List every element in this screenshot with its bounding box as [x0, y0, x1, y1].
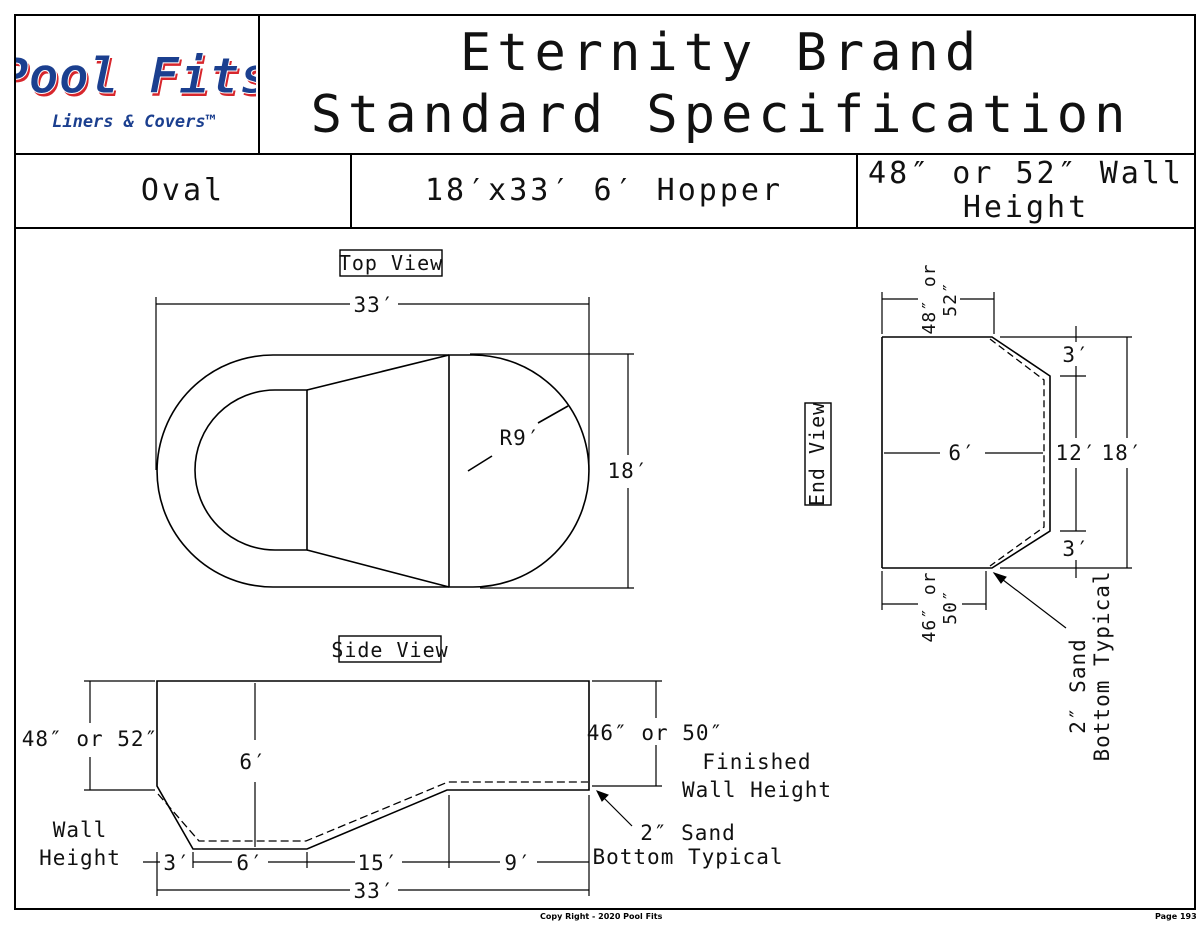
end-view-label: End View — [805, 402, 829, 506]
shape-value: Oval — [140, 173, 226, 208]
top-length-label: 33′ — [354, 293, 395, 317]
end-sand-arrow — [992, 572, 1007, 584]
end-center-label: 12′ — [1056, 441, 1097, 465]
end-wall-label-2: 52″ — [940, 281, 961, 317]
side-view-drawing — [84, 635, 662, 896]
wall-height-cell: 48″ or 52″ Wall Height — [858, 155, 1194, 227]
side-view-sand-line — [157, 781, 588, 842]
info-row-divider — [14, 227, 1196, 229]
side-view-label: Side View — [331, 638, 448, 662]
radius-line-2 — [467, 455, 493, 472]
size-cell: 18′x33′ 6′ Hopper — [352, 155, 856, 227]
side-seg-3: 15′ — [358, 851, 399, 875]
top-view-deep-end — [194, 389, 308, 551]
end-slope-bottom-label: 3′ — [1062, 537, 1089, 561]
top-view-slope-bottom — [306, 549, 450, 588]
side-wall-height-2: Height — [39, 846, 121, 870]
side-seg-4: 9′ — [504, 851, 531, 875]
side-seg-2: 6′ — [236, 851, 263, 875]
end-width-label: 18′ — [1102, 441, 1143, 465]
shape-cell: Oval — [16, 155, 350, 227]
side-left-wall-label: 48″ or 52″ — [22, 727, 158, 751]
side-sand-1: 2″ Sand — [640, 821, 736, 845]
wall-height-line-2: Height — [962, 190, 1090, 225]
top-view-slope-top — [306, 354, 450, 391]
side-finished-2: Wall Height — [682, 778, 832, 802]
end-slope-top-label: 3′ — [1062, 343, 1089, 367]
end-view-label-box — [804, 402, 832, 506]
info-divider-2 — [856, 153, 858, 229]
side-wall-height-1: Wall — [53, 818, 108, 842]
end-wall-label-1: 48″ or — [919, 263, 940, 334]
spec-sheet — [14, 14, 1196, 910]
page-number: Page 193 — [1155, 912, 1197, 921]
title-line-1: Eternity Brand — [459, 23, 983, 83]
end-sand-leader — [993, 572, 1067, 629]
side-total-label: 33′ — [354, 879, 395, 903]
end-view-sand-line — [989, 338, 1045, 567]
end-depth-label: 6′ — [948, 441, 975, 465]
top-view-outline — [156, 354, 590, 588]
title-line-2: Standard Specification — [310, 85, 1132, 145]
copyright-text: Copy Right - 2020 Pool Fits — [540, 912, 663, 921]
page-title: Eternity Brand Standard Specification — [260, 22, 1182, 146]
side-sand-arrow — [595, 790, 609, 802]
top-view-drawing — [155, 249, 634, 589]
end-view-drawing — [804, 292, 1132, 629]
side-right-wall-label: 46″ or 50″ — [587, 721, 723, 745]
top-width-label: 18′ — [608, 459, 649, 483]
header-divider — [14, 153, 1196, 155]
logo-divider — [258, 14, 260, 155]
info-divider-1 — [350, 153, 352, 229]
end-view-profile — [882, 336, 1051, 569]
logo-brand-shadow: Pool Fits — [16, 50, 256, 108]
wall-height-line-1: 48″ or 52″ Wall — [868, 156, 1184, 191]
radius-label: R9′ — [500, 426, 541, 450]
radius-line-1 — [537, 405, 569, 424]
end-sand-label-1: 2″ Sand — [1066, 638, 1090, 734]
logo-brand: Pool Fits — [16, 47, 256, 105]
top-view-label-box — [339, 249, 443, 277]
side-depth-label: 6′ — [239, 750, 266, 774]
logo-tagline: Liners & Covers™ — [52, 112, 216, 132]
end-bottom-wall-label-2: 50″ — [940, 589, 961, 625]
size-value: 18′x33′ 6′ Hopper — [424, 173, 784, 208]
side-view-profile — [156, 680, 590, 850]
end-bottom-wall-label-1: 46″ or — [919, 571, 940, 642]
side-finished-1: Finished — [702, 750, 811, 774]
top-view-label: Top View — [339, 251, 443, 275]
side-view-label-box — [338, 635, 442, 663]
side-sand-2: Bottom Typical — [592, 845, 783, 869]
end-sand-label-2: Bottom Typical — [1090, 570, 1114, 761]
side-seg-1: 3′ — [163, 851, 190, 875]
pool-fits-logo: Pool Fits Pool Fits Liners & Covers™ — [16, 47, 256, 133]
